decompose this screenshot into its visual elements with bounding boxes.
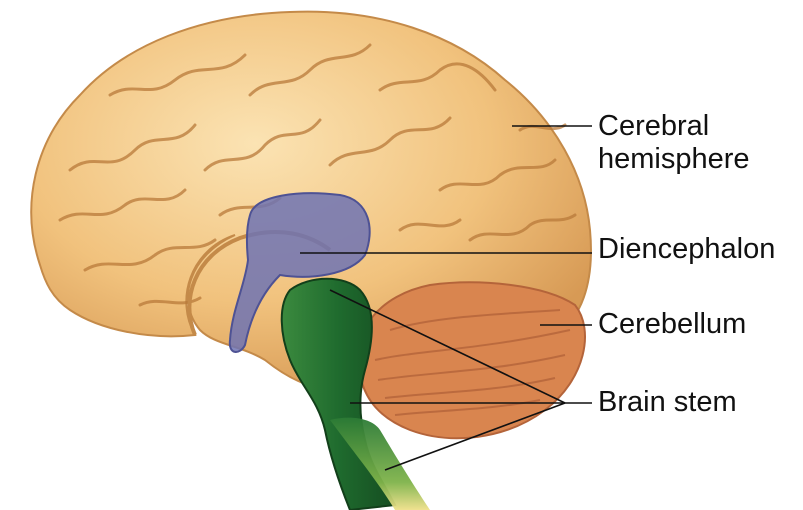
label-brain-stem: Brain stem — [598, 386, 737, 419]
label-diencephalon: Diencephalon — [598, 233, 775, 266]
label-cerebellum: Cerebellum — [598, 308, 746, 341]
cerebellum — [358, 282, 585, 438]
label-cerebral-line1: Cerebral — [598, 110, 750, 143]
label-cerebral-hemisphere: Cerebral hemisphere — [598, 110, 750, 176]
label-cerebral-line2: hemisphere — [598, 143, 750, 176]
